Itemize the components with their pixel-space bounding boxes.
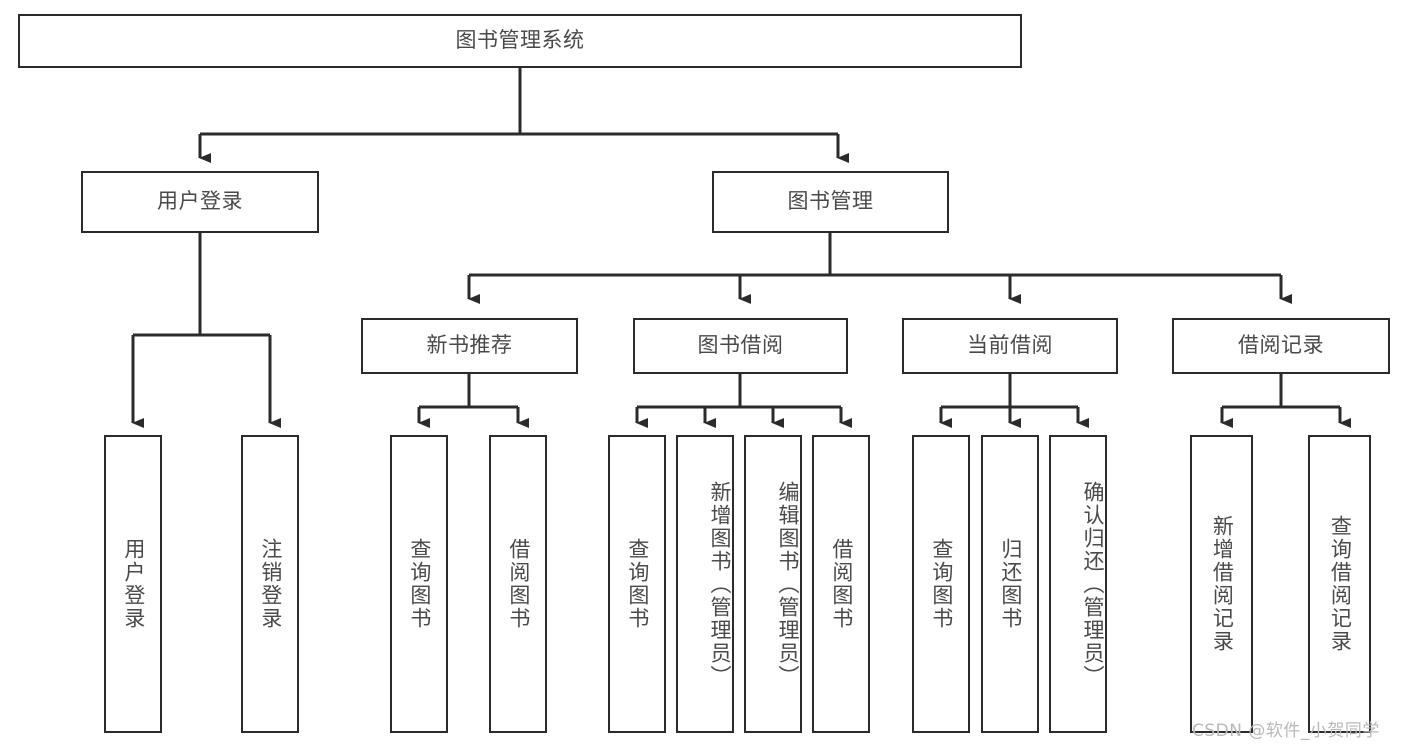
- node-label: 新书推荐: [426, 333, 513, 358]
- leaf-book-borrow-borrow[interactable]: 借阅图书: [812, 435, 870, 733]
- node-user-login[interactable]: 用户登录: [81, 171, 319, 233]
- node-label: 图书借阅: [697, 333, 784, 358]
- leaf-book-borrow-query[interactable]: 查询图书: [608, 435, 666, 733]
- leaf-current-borrow-query[interactable]: 查询图书: [912, 435, 970, 733]
- leaf-book-borrow-add[interactable]: 新增图书（管理员）: [676, 435, 734, 733]
- node-label: 用户登录: [157, 189, 243, 214]
- leaf-current-borrow-confirm-return[interactable]: 确认归还（管理员）: [1049, 435, 1107, 733]
- leaf-current-borrow-return[interactable]: 归还图书: [981, 435, 1039, 733]
- node-label: 借阅记录: [1238, 333, 1324, 358]
- node-root[interactable]: 图书管理系统: [18, 14, 1022, 68]
- node-label: 查询图书: [407, 538, 432, 630]
- node-label: 当前借阅: [967, 333, 1053, 358]
- node-current-borrow[interactable]: 当前借阅: [902, 318, 1118, 374]
- leaf-new-book-borrow[interactable]: 借阅图书: [489, 435, 547, 733]
- node-label: 确认归还（管理员）: [1081, 480, 1105, 688]
- node-label: 查询图书: [929, 538, 954, 630]
- node-label: 新增借阅记录: [1210, 515, 1235, 653]
- node-label: 新增图书（管理员）: [708, 480, 732, 688]
- node-label: 借阅图书: [506, 538, 531, 630]
- leaf-book-borrow-edit[interactable]: 编辑图书（管理员）: [744, 435, 802, 733]
- node-label: 查询图书: [625, 538, 650, 630]
- node-label: 归还图书: [998, 538, 1023, 630]
- node-label: 图书管理: [787, 189, 874, 214]
- node-label: 借阅图书: [829, 538, 854, 630]
- node-label: 编辑图书（管理员）: [776, 480, 800, 688]
- node-book-management[interactable]: 图书管理: [712, 171, 949, 233]
- leaf-borrow-record-query[interactable]: 查询借阅记录: [1308, 435, 1371, 733]
- node-book-borrow[interactable]: 图书借阅: [633, 318, 848, 374]
- leaf-user-login-logout[interactable]: 注销登录: [241, 435, 299, 733]
- node-new-book-recommend[interactable]: 新书推荐: [361, 318, 578, 374]
- leaf-new-book-query[interactable]: 查询图书: [390, 435, 448, 733]
- leaf-borrow-record-add[interactable]: 新增借阅记录: [1190, 435, 1253, 733]
- node-label: 用户登录: [121, 538, 146, 630]
- node-label: 注销登录: [258, 538, 283, 630]
- node-label: 图书管理系统: [455, 28, 585, 53]
- leaf-user-login-login[interactable]: 用户登录: [104, 435, 162, 733]
- node-borrow-record[interactable]: 借阅记录: [1172, 318, 1390, 374]
- node-label: 查询借阅记录: [1328, 515, 1353, 653]
